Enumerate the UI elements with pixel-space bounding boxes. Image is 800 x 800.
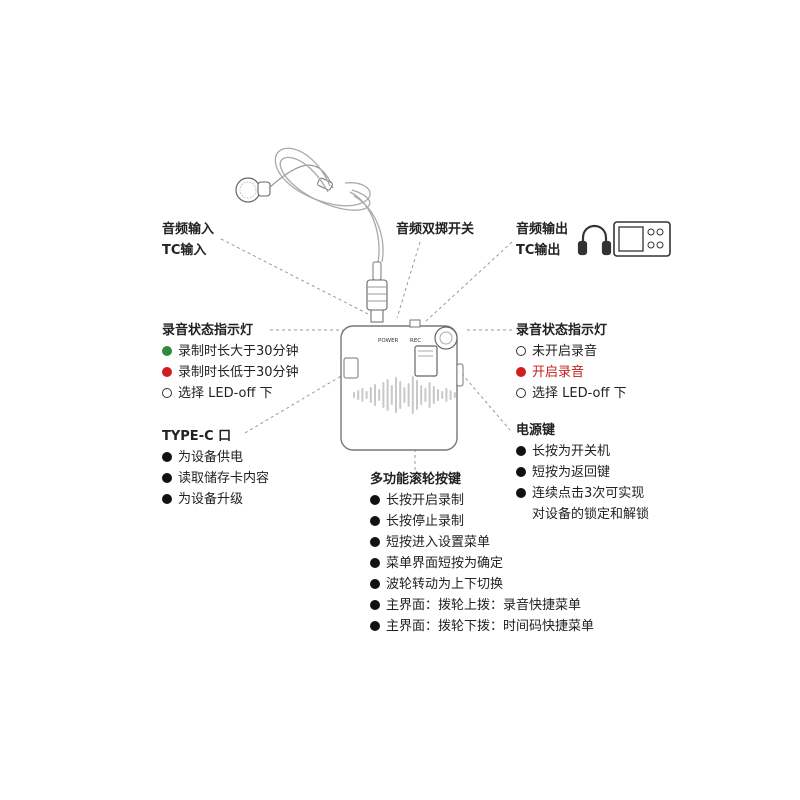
list-item: 读取储存卡内容 bbox=[162, 468, 269, 489]
bullet-black-icon bbox=[370, 621, 380, 631]
recorder-body bbox=[340, 319, 464, 451]
list-item: 选择 LED-off 下 bbox=[162, 383, 299, 404]
bullet-open-icon bbox=[516, 346, 526, 356]
scroll-wheel bbox=[456, 363, 464, 387]
lavalier-mic-icon bbox=[235, 164, 334, 203]
bullet-black-icon bbox=[370, 579, 380, 589]
list-item-text: 菜单界面短按为确定 bbox=[386, 556, 504, 571]
bullet-black-icon bbox=[370, 495, 380, 505]
audio-plug bbox=[366, 261, 388, 323]
left-led-callout: 录音状态指示灯 录制时长大于30分钟录制时长低于30分钟选择 LED-off 下 bbox=[162, 320, 299, 404]
bullet-black-icon bbox=[516, 467, 526, 477]
power-button bbox=[434, 326, 458, 350]
bullet-black-icon bbox=[162, 452, 172, 462]
list-item: 对设备的锁定和解锁 bbox=[516, 504, 649, 525]
list-item-text: 对设备的锁定和解锁 bbox=[532, 507, 650, 522]
power-key-list: 长按为开关机短按为返回键连续点击3次可实现对设备的锁定和解锁 bbox=[516, 441, 649, 525]
power-label: POWER bbox=[378, 338, 399, 344]
list-item: 选择 LED-off 下 bbox=[516, 383, 627, 404]
list-item: 长按开启录制 bbox=[370, 490, 594, 511]
bullet-black-icon bbox=[370, 600, 380, 610]
list-item-text: 开启录音 bbox=[532, 365, 585, 380]
list-item-text: 波轮转动为上下切换 bbox=[386, 577, 504, 592]
left-led-title: 录音状态指示灯 bbox=[162, 323, 254, 338]
typec-title: TYPE-C 口 bbox=[162, 429, 232, 444]
list-item: 录制时长大于30分钟 bbox=[162, 341, 299, 362]
dual-switch-label: 音频双掷开关 bbox=[396, 222, 475, 237]
list-item: 录制时长低于30分钟 bbox=[162, 362, 299, 383]
bullet-red-icon bbox=[162, 367, 172, 377]
bullet-green-icon bbox=[162, 346, 172, 356]
list-item: 主界面：拨轮上拨：录音快捷菜单 bbox=[370, 595, 594, 616]
list-item-text: 长按开启录制 bbox=[386, 493, 465, 508]
mic-cable bbox=[274, 147, 384, 263]
typec-port bbox=[343, 357, 359, 379]
list-item-text: 为设备升级 bbox=[178, 492, 244, 507]
list-item: 波轮转动为上下切换 bbox=[370, 574, 594, 595]
bullet-black-icon bbox=[370, 558, 380, 568]
list-item-text: 长按停止录制 bbox=[386, 514, 465, 529]
list-item-text: 长按为开关机 bbox=[532, 444, 611, 459]
power-key-title: 电源键 bbox=[516, 423, 556, 438]
power-key-callout: 电源键 长按为开关机短按为返回键连续点击3次可实现对设备的锁定和解锁 bbox=[516, 420, 649, 525]
recorder-device-icon bbox=[613, 221, 671, 257]
rec-label: REC bbox=[410, 338, 421, 344]
right-led-list: 未开启录音开启录音选择 LED-off 下 bbox=[516, 341, 627, 404]
typec-callout: TYPE-C 口 为设备供电读取储存卡内容为设备升级 bbox=[162, 426, 269, 510]
device-screen bbox=[414, 345, 438, 377]
bullet-black-icon bbox=[162, 494, 172, 504]
bullet-black-icon bbox=[516, 446, 526, 456]
wheel-list: 长按开启录制长按停止录制短按进入设置菜单菜单界面短按为确定波轮转动为上下切换主界… bbox=[370, 490, 594, 637]
list-item-text: 录制时长低于30分钟 bbox=[178, 365, 299, 380]
list-item-text: 主界面：拨轮上拨：录音快捷菜单 bbox=[386, 598, 582, 613]
headphones-icon bbox=[577, 224, 612, 256]
left-led-list: 录制时长大于30分钟录制时长低于30分钟选择 LED-off 下 bbox=[162, 341, 299, 404]
list-item: 主界面：拨轮下拨：时间码快捷菜单 bbox=[370, 616, 594, 637]
list-item-text: 未开启录音 bbox=[532, 344, 598, 359]
list-item: 开启录音 bbox=[516, 362, 627, 383]
waveform-graphic bbox=[353, 376, 456, 414]
list-item: 长按为开关机 bbox=[516, 441, 649, 462]
list-item: 为设备供电 bbox=[162, 447, 269, 468]
list-item-text: 主界面：拨轮下拨：时间码快捷菜单 bbox=[386, 619, 595, 634]
wheel-callout: 多功能滚轮按键 长按开启录制长按停止录制短按进入设置菜单菜单界面短按为确定波轮转… bbox=[370, 469, 594, 637]
bullet-open-icon bbox=[162, 388, 172, 398]
bullet-black-icon bbox=[370, 516, 380, 526]
list-item: 短按为返回键 bbox=[516, 462, 649, 483]
bullet-open-icon bbox=[516, 388, 526, 398]
bullet-black-icon bbox=[516, 488, 526, 498]
bullet-red-icon bbox=[516, 367, 526, 377]
list-item: 连续点击3次可实现 bbox=[516, 483, 649, 504]
list-item: 短按进入设置菜单 bbox=[370, 532, 594, 553]
list-item-text: 为设备供电 bbox=[178, 450, 244, 465]
bullet-black-icon bbox=[370, 537, 380, 547]
list-item-text: 读取储存卡内容 bbox=[178, 471, 270, 486]
list-item-text: 录制时长大于30分钟 bbox=[178, 344, 299, 359]
list-item-text: 选择 LED-off 下 bbox=[178, 386, 273, 401]
list-item-text: 选择 LED-off 下 bbox=[532, 386, 627, 401]
list-item: 未开启录音 bbox=[516, 341, 627, 362]
list-item: 菜单界面短按为确定 bbox=[370, 553, 594, 574]
list-item: 长按停止录制 bbox=[370, 511, 594, 532]
audio-input-label: 音频输入 TC输入 bbox=[162, 222, 215, 258]
list-item: 为设备升级 bbox=[162, 489, 269, 510]
dual-throw-switch bbox=[409, 319, 421, 328]
wheel-title: 多功能滚轮按键 bbox=[370, 472, 462, 487]
typec-list: 为设备供电读取储存卡内容为设备升级 bbox=[162, 447, 269, 510]
list-item-text: 短按进入设置菜单 bbox=[386, 535, 491, 550]
right-led-callout: 录音状态指示灯 未开启录音开启录音选择 LED-off 下 bbox=[516, 320, 627, 404]
audio-output-label: 音频输出 TC输出 bbox=[516, 222, 569, 258]
list-item-text: 短按为返回键 bbox=[532, 465, 611, 480]
right-led-title: 录音状态指示灯 bbox=[516, 323, 608, 338]
list-item-text: 连续点击3次可实现 bbox=[532, 486, 645, 501]
bullet-black-icon bbox=[162, 473, 172, 483]
